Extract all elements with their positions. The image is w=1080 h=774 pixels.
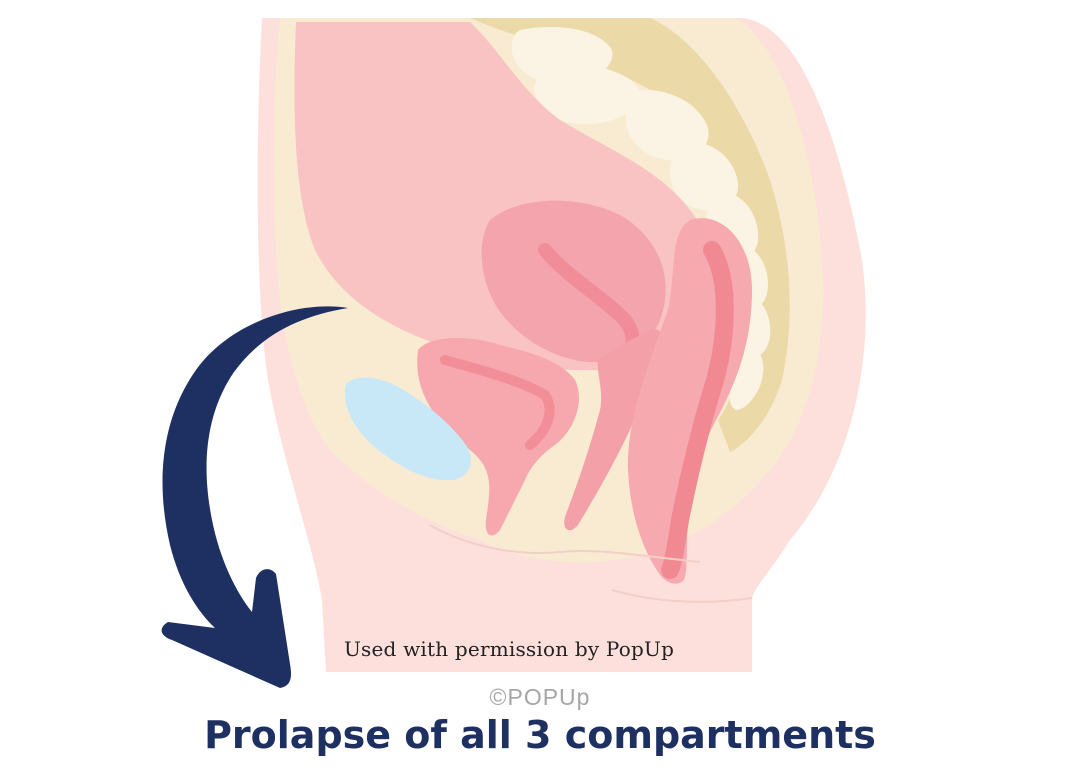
skin-crease bbox=[429, 524, 701, 563]
permission-credit: Used with permission by PopUp bbox=[344, 637, 675, 661]
curved-down-arrow-icon bbox=[161, 306, 348, 688]
pubic-bone bbox=[344, 377, 471, 481]
sacrum-band bbox=[470, 18, 790, 452]
vaginal-canal bbox=[564, 329, 665, 531]
copyright-watermark: ©POPUp bbox=[489, 684, 591, 710]
figure-title: Prolapse of all 3 compartments bbox=[204, 713, 876, 757]
bladder-lining bbox=[440, 355, 555, 450]
skin-crease-lower bbox=[611, 589, 753, 603]
rectum-lining bbox=[661, 241, 734, 579]
